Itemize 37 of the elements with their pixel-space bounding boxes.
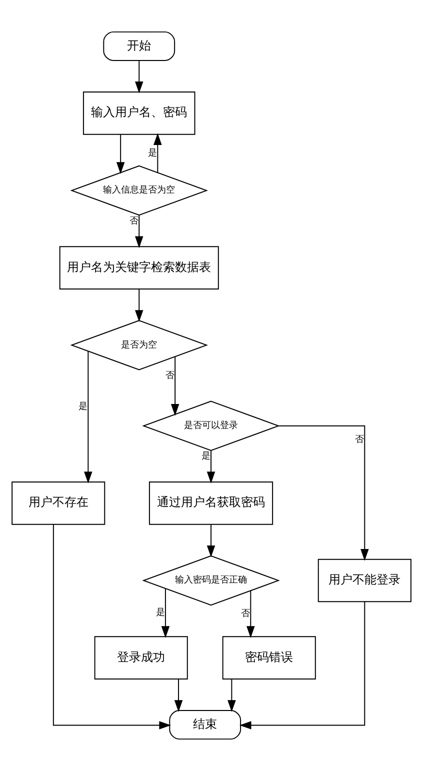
arrow bbox=[239, 600, 366, 729]
arrow bbox=[52, 523, 172, 729]
node-box: 用户不能登录 bbox=[318, 558, 412, 602]
node-box: 用户不存在 bbox=[12, 481, 106, 524]
edge-label: 否 bbox=[241, 608, 250, 618]
arrow bbox=[154, 132, 162, 173]
arrow bbox=[174, 678, 183, 712]
arrow bbox=[278, 424, 369, 560]
edge-label: 否 bbox=[130, 216, 139, 226]
edge-label: 否 bbox=[166, 370, 175, 380]
node-diamond: 是否可以登录 bbox=[142, 400, 280, 451]
arrow bbox=[134, 288, 144, 322]
arrow bbox=[246, 590, 255, 638]
node-box: 通过用户名获取密码 bbox=[148, 481, 274, 524]
edge-label: 是 bbox=[156, 607, 166, 618]
node-box: 结束 bbox=[169, 710, 242, 740]
node-box: 开始 bbox=[103, 30, 176, 60]
node-diamond: 是否为空 bbox=[70, 319, 208, 370]
arrow bbox=[134, 60, 144, 93]
arrow bbox=[170, 356, 180, 416]
edge-label: 是 bbox=[78, 402, 88, 412]
node-diamond: 输入信息是否为空 bbox=[70, 164, 208, 216]
node-box: 用户名为关键字检索数据表 bbox=[59, 246, 219, 289]
arrow bbox=[206, 524, 216, 557]
arrow bbox=[134, 214, 144, 248]
edge-label: 是 bbox=[148, 148, 158, 158]
edge-label: 是 bbox=[202, 451, 211, 462]
node-box: 输入用户名、密码 bbox=[82, 91, 196, 134]
arrow bbox=[84, 350, 92, 483]
arrow bbox=[228, 678, 236, 712]
arrow bbox=[161, 588, 170, 638]
arrow bbox=[116, 134, 125, 174]
node-box: 密码错误 bbox=[222, 636, 316, 679]
edge-label: 否 bbox=[355, 434, 364, 445]
node-diamond: 输入密码是否正确 bbox=[142, 554, 280, 606]
arrow bbox=[206, 450, 216, 483]
node-box: 登录成功 bbox=[94, 636, 188, 679]
